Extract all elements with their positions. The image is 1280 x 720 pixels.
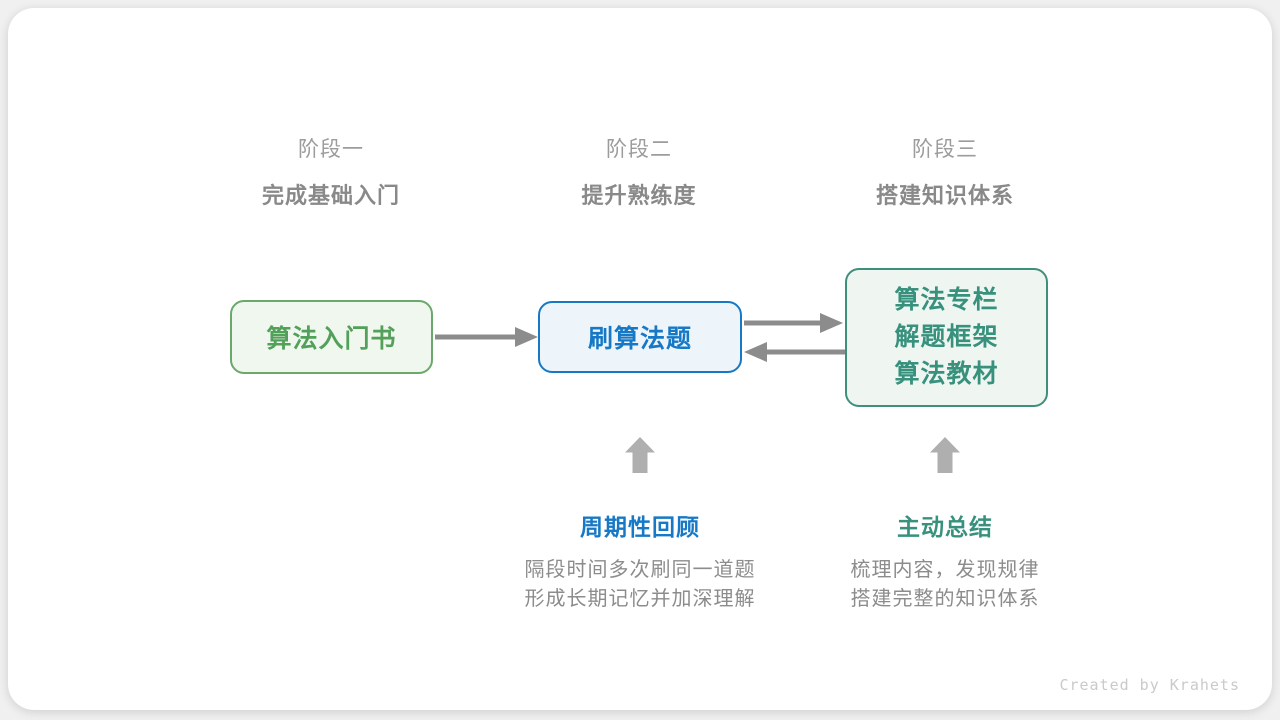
stage-2-label: 阶段二 bbox=[606, 138, 672, 161]
review-up-arrow-icon bbox=[625, 437, 655, 473]
stage-3-label: 阶段三 bbox=[912, 138, 978, 161]
callout-review-desc-line-1: 隔段时间多次刷同一道题 bbox=[524, 559, 756, 581]
box-intro-book: 算法入门书 bbox=[230, 300, 433, 374]
callout-summary-title: 主动总结 bbox=[897, 514, 993, 540]
callout-summary-desc-line-1: 梳理内容，发现规律 bbox=[850, 559, 1040, 581]
callout-review-title: 周期性回顾 bbox=[580, 514, 700, 540]
callout-summary-description: 梳理内容，发现规律 搭建完整的知识体系 bbox=[765, 556, 1125, 614]
callout-review-description: 隔段时间多次刷同一道题 形成长期记忆并加深理解 bbox=[460, 556, 820, 614]
stage-3-subtitle: 搭建知识体系 bbox=[875, 183, 1014, 208]
arrow-box2-to-box3-right-icon bbox=[744, 313, 843, 333]
resource-line-frameworks: 解题框架 bbox=[894, 323, 999, 351]
credit-text: Created by Krahets bbox=[1059, 676, 1240, 694]
stage-1-subtitle: 完成基础入门 bbox=[261, 183, 400, 208]
stage-2-subtitle: 提升熟练度 bbox=[581, 183, 697, 208]
callout-review-desc-line-2: 形成长期记忆并加深理解 bbox=[524, 588, 756, 610]
box-practice-problems: 刷算法题 bbox=[538, 301, 742, 373]
stage-1-label: 阶段一 bbox=[298, 138, 364, 161]
box-practice-problems-label: 刷算法题 bbox=[587, 325, 692, 353]
resource-line-columns: 算法专栏 bbox=[894, 286, 999, 314]
box-knowledge-resources: 算法专栏 解题框架 算法教材 bbox=[845, 268, 1048, 407]
summary-up-arrow-icon bbox=[930, 437, 960, 473]
arrow-box3-to-box2-left-icon bbox=[744, 342, 845, 362]
diagram-card: 阶段一 完成基础入门 阶段二 提升熟练度 阶段三 搭建知识体系 算法入门书 刷算… bbox=[8, 8, 1272, 710]
arrow-box1-to-box2-right-icon bbox=[435, 327, 538, 347]
resource-line-textbooks: 算法教材 bbox=[894, 360, 999, 388]
box-intro-book-label: 算法入门书 bbox=[266, 325, 397, 353]
callout-summary-desc-line-2: 搭建完整的知识体系 bbox=[850, 588, 1040, 610]
